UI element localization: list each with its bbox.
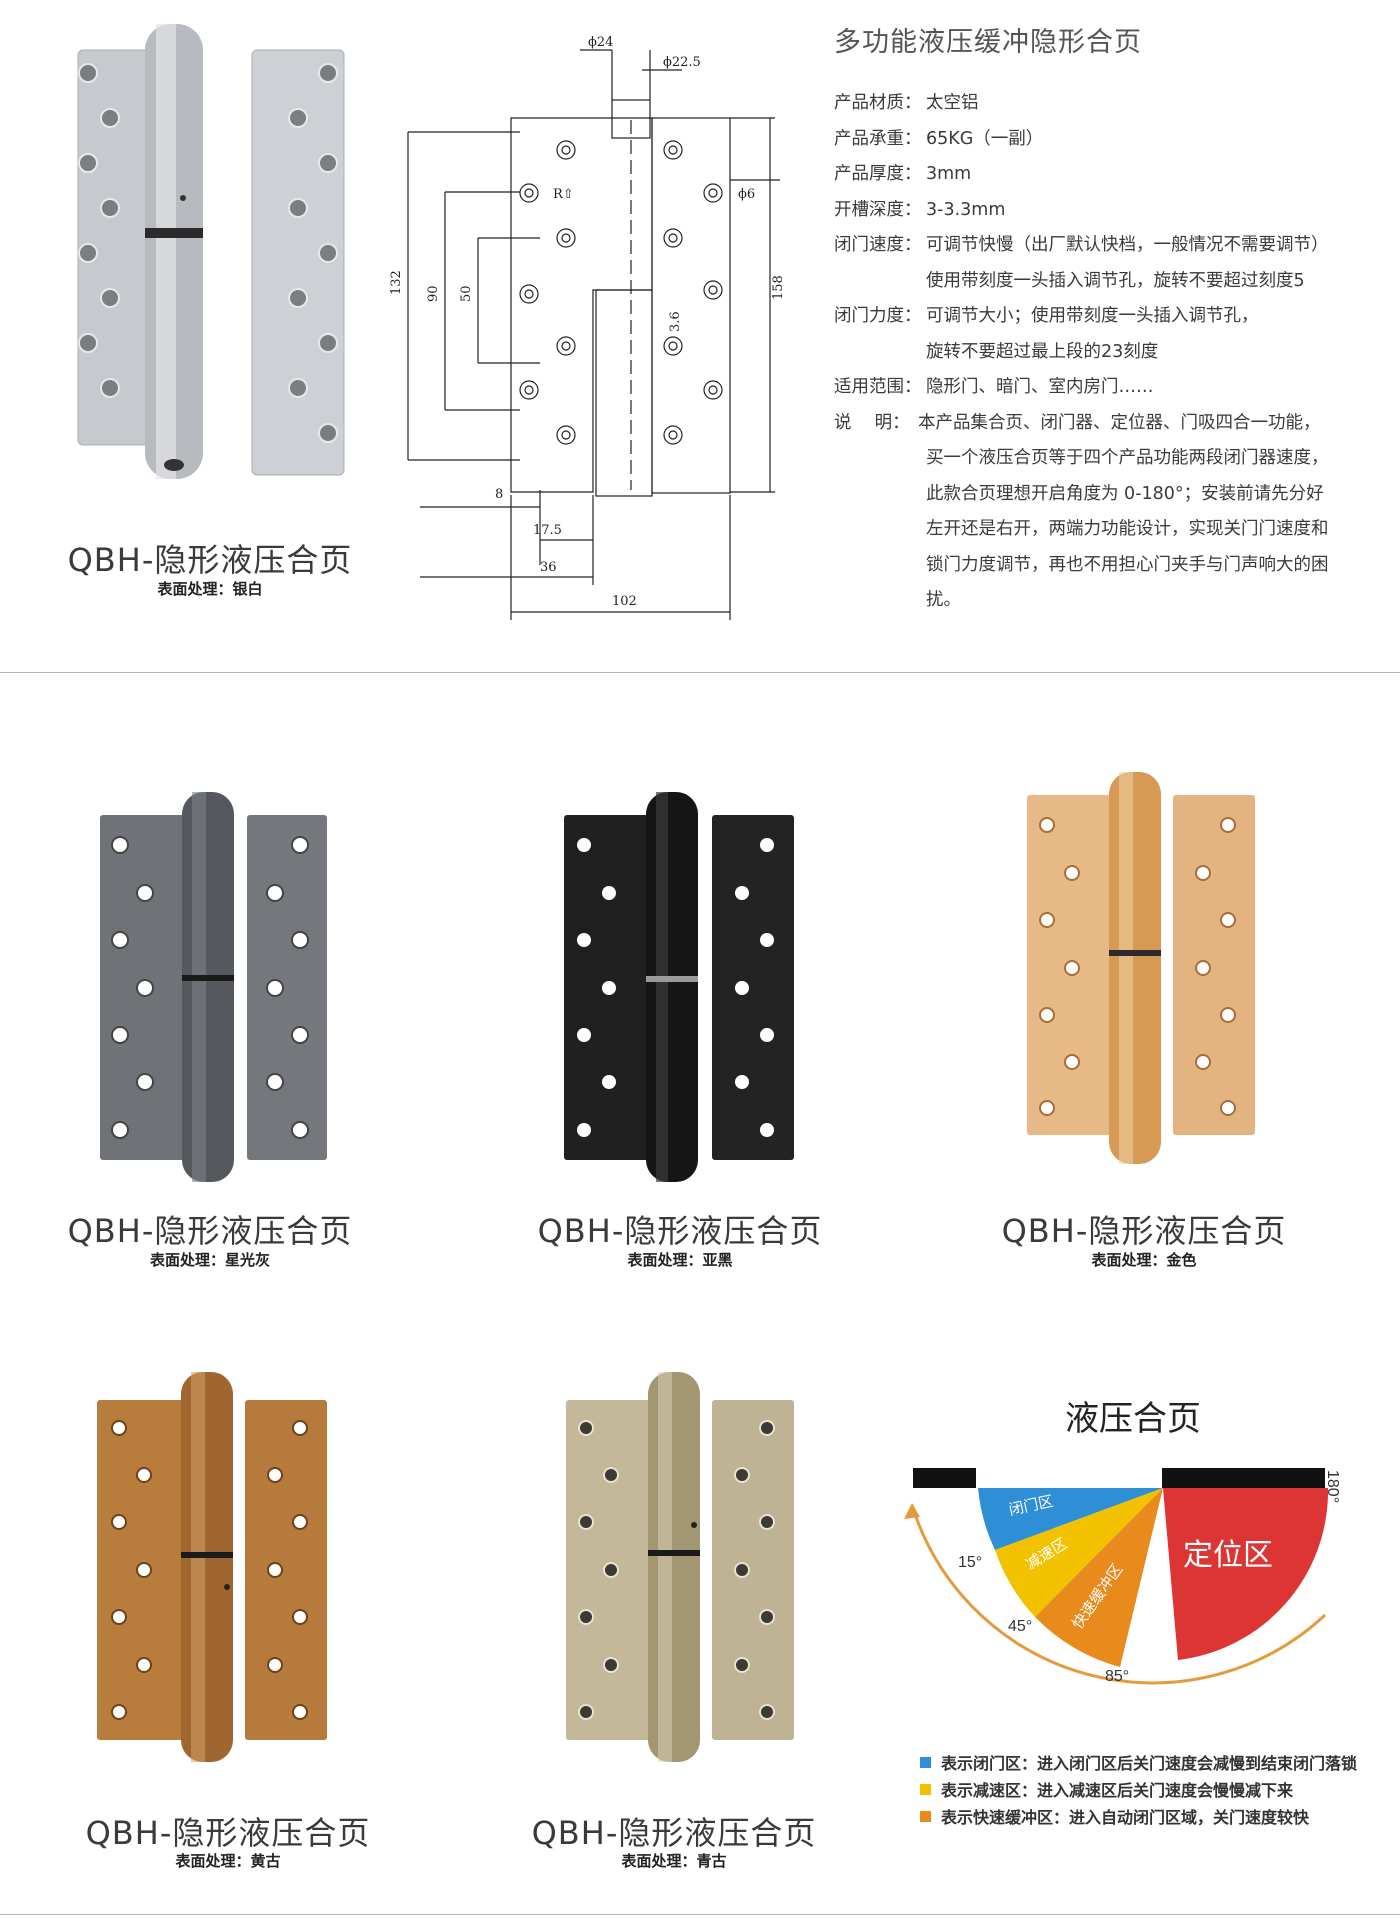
spec-label: 适用范围： xyxy=(834,377,922,397)
legend-swatch xyxy=(920,1811,931,1822)
spec-value: 65KG（一副） xyxy=(926,128,1044,149)
dim-h132: 132 xyxy=(390,270,404,295)
spec-value: 3-3.3mm xyxy=(926,199,1006,220)
spec-label: 产品承重： xyxy=(834,128,922,149)
hinge-image-black xyxy=(564,792,794,1182)
product-title: QBH-隐形液压合页 xyxy=(537,1212,823,1250)
dim-d6: ϕ6 xyxy=(738,187,755,202)
spec-row: 闭门力度：可调节大小；使用带刻度一头插入调节孔， xyxy=(834,302,1259,327)
legend-item: 表示闭门区：进入闭门区后关门速度会减慢到结束闭门落锁 xyxy=(920,1750,1357,1774)
dim-h3-6: 3.6 xyxy=(668,311,683,332)
legend-text: 表示减速区：进入减速区后关门速度会慢慢减下来 xyxy=(941,1781,1294,1800)
dim-w17-5: 17.5 xyxy=(533,523,562,538)
dim-r-mark: R⇧ xyxy=(553,187,574,202)
product-title: QBH-隐形液压合页 xyxy=(67,541,353,579)
spec-label: 开槽深度： xyxy=(834,199,922,220)
product-title: QBH-隐形液压合页 xyxy=(1001,1212,1287,1250)
spec-title: 多功能液压缓冲隐形合页 xyxy=(834,27,1142,58)
spec-note-line: 扰。 xyxy=(926,590,961,610)
spec-label: 产品厚度： xyxy=(834,164,922,184)
product-finish: 表面处理：银白 xyxy=(157,580,263,598)
legend-swatch xyxy=(920,1784,931,1795)
dim-h90: 90 xyxy=(426,285,441,302)
spec-row: 产品承重：65KG（一副） xyxy=(834,125,1043,150)
hinge-image-gold xyxy=(1027,772,1255,1164)
dim-d24: ϕ24 xyxy=(588,35,613,50)
spec-row: 闭门速度：可调节快慢（出厂默认快档，一般情况不需要调节） xyxy=(834,231,1329,256)
hinge-image-gray xyxy=(100,792,327,1182)
dim-d22-5: ϕ22.5 xyxy=(663,55,701,70)
dim-h50: 50 xyxy=(459,285,474,302)
dim-w102: 102 xyxy=(612,594,637,609)
product-title: QBH-隐形液压合页 xyxy=(67,1212,353,1250)
hydraulic-zone-diagram: 液压合页 闭门区 减速区 快速缓冲区 定位区 15° 45° 85° 180° xyxy=(904,1400,1340,1685)
bottom-divider xyxy=(0,1914,1400,1915)
product-finish: 表面处理：星光灰 xyxy=(149,1251,270,1269)
hinge-image-bronze xyxy=(97,1372,327,1762)
spec-row: 适用范围：隐形门、暗门、室内房门…… xyxy=(834,373,1154,398)
diagram-title: 液压合页 xyxy=(1065,1400,1201,1438)
angle-85: 85° xyxy=(1105,1668,1129,1685)
spec-value: 使用带刻度一头插入调节孔，旋转不要超过刻度5 xyxy=(926,270,1305,291)
spec-row: 使用带刻度一头插入调节孔，旋转不要超过刻度5 xyxy=(834,267,1305,292)
spec-note-line: 本产品集合页、闭门器、定位器、门吸四合一功能， xyxy=(918,412,1321,433)
spec-note-line: 买一个液压合页等于四个产品功能两段闭门器速度， xyxy=(926,448,1329,468)
spec-label: 产品材质： xyxy=(834,93,922,113)
legend-text: 表示快速缓冲区：进入自动闭门区域，关门速度较快 xyxy=(941,1808,1310,1827)
spec-value: 可调节快慢（出厂默认快档，一般情况不需要调节） xyxy=(926,235,1329,255)
legend-item: 表示减速区：进入减速区后关门速度会慢慢减下来 xyxy=(920,1777,1293,1801)
section-divider xyxy=(0,672,1400,673)
product-title: QBH-隐形液压合页 xyxy=(531,1814,817,1852)
angle-180: 180° xyxy=(1324,1470,1340,1503)
zone-position-label: 定位区 xyxy=(1183,1539,1273,1572)
spec-note-label: 说 明： xyxy=(834,412,910,433)
dim-h158: 158 xyxy=(771,275,786,300)
dim-w8: 8 xyxy=(495,487,503,502)
hinge-image-silver xyxy=(77,24,345,479)
spec-label: 闭门速度： xyxy=(834,235,922,255)
spec-row: 产品厚度：3mm xyxy=(834,160,971,185)
angle-45: 45° xyxy=(1008,1618,1032,1635)
spec-value: 隐形门、暗门、室内房门…… xyxy=(926,377,1154,397)
spec-row: 产品材质：太空铝 xyxy=(834,89,979,114)
spec-value: 可调节大小；使用带刻度一头插入调节孔， xyxy=(926,306,1259,326)
product-title: QBH-隐形液压合页 xyxy=(85,1814,371,1852)
spec-value: 旋转不要超过最上段的23刻度 xyxy=(926,341,1159,362)
legend-item: 表示快速缓冲区：进入自动闭门区域，关门速度较快 xyxy=(920,1804,1309,1828)
spec-note-line: 左开还是右开，两端力功能设计，实现关门门速度和 xyxy=(926,519,1329,539)
product-finish: 表面处理：青古 xyxy=(621,1852,727,1870)
hinge-image-green-bronze xyxy=(566,1372,794,1762)
product-finish: 表面处理：金色 xyxy=(1091,1251,1197,1269)
dim-w36: 36 xyxy=(540,560,557,575)
spec-value: 3mm xyxy=(926,164,972,184)
legend-swatch xyxy=(920,1757,931,1768)
spec-value: 太空铝 xyxy=(926,93,979,113)
product-finish: 表面处理：亚黑 xyxy=(627,1251,733,1269)
spec-label: 闭门力度： xyxy=(834,306,922,326)
spec-row: 开槽深度：3-3.3mm xyxy=(834,196,1005,221)
spec-note-line: 此款合页理想开启角度为 0-180°；安装前请先分好 xyxy=(926,483,1324,504)
spec-note-line: 锁门力度调节，再也不用担心门夹手与门声响大的困 xyxy=(926,554,1329,575)
spec-row: 旋转不要超过最上段的23刻度 xyxy=(834,338,1158,363)
angle-15: 15° xyxy=(958,1554,982,1571)
legend-text: 表示闭门区：进入闭门区后关门速度会减慢到结束闭门落锁 xyxy=(941,1754,1358,1773)
product-finish: 表面处理：黄古 xyxy=(175,1852,281,1870)
technical-drawing: ϕ24 ϕ22.5 ϕ6 R⇧ 132 90 50 158 3.6 8 17.5… xyxy=(390,35,786,620)
